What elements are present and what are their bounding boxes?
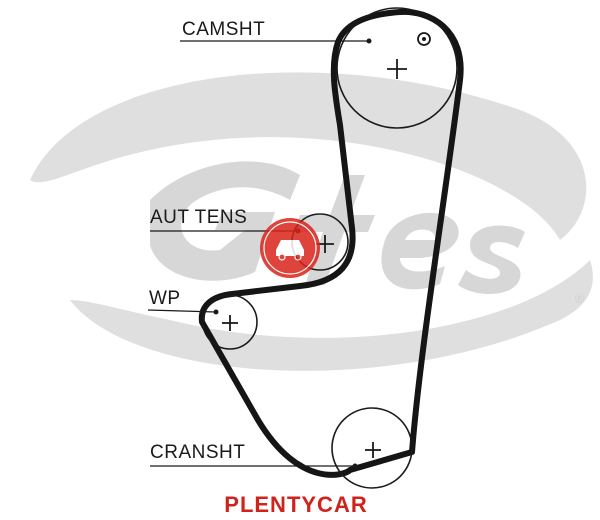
camshaft-center-plus-icon [387, 59, 407, 79]
plentycar-stamp-logo [260, 218, 320, 278]
camshaft-pulley-circle [336, 7, 458, 129]
registered-mark: ® [575, 291, 585, 306]
camshaft-pulley [336, 7, 458, 129]
water-pump-pulley [202, 294, 258, 350]
crankshaft-center-plus-icon [365, 442, 381, 458]
water-pump-center-plus-icon [222, 315, 238, 331]
water-pump-pulley-circle [202, 294, 258, 350]
water-pump-label: WP [149, 288, 181, 309]
camshaft-label: CAMSHT [182, 19, 265, 40]
timing-belt [198, 8, 464, 478]
timing-mark-icon [417, 32, 431, 46]
watermark-lettering [150, 161, 525, 295]
watermark-swoosh-bottom [70, 260, 593, 371]
crankshaft-pulley-circle [331, 407, 413, 489]
tensioner-label: AUT TENS [150, 207, 247, 228]
gates-watermark-logo: ® [30, 72, 593, 371]
watermark-swoosh-top [30, 72, 587, 240]
crankshaft-label: CRANSHT [150, 442, 245, 463]
water-pump-leader [147, 309, 217, 313]
brand-caption: PLENTYCAR [224, 492, 367, 517]
crankshaft-pulley [331, 407, 413, 489]
